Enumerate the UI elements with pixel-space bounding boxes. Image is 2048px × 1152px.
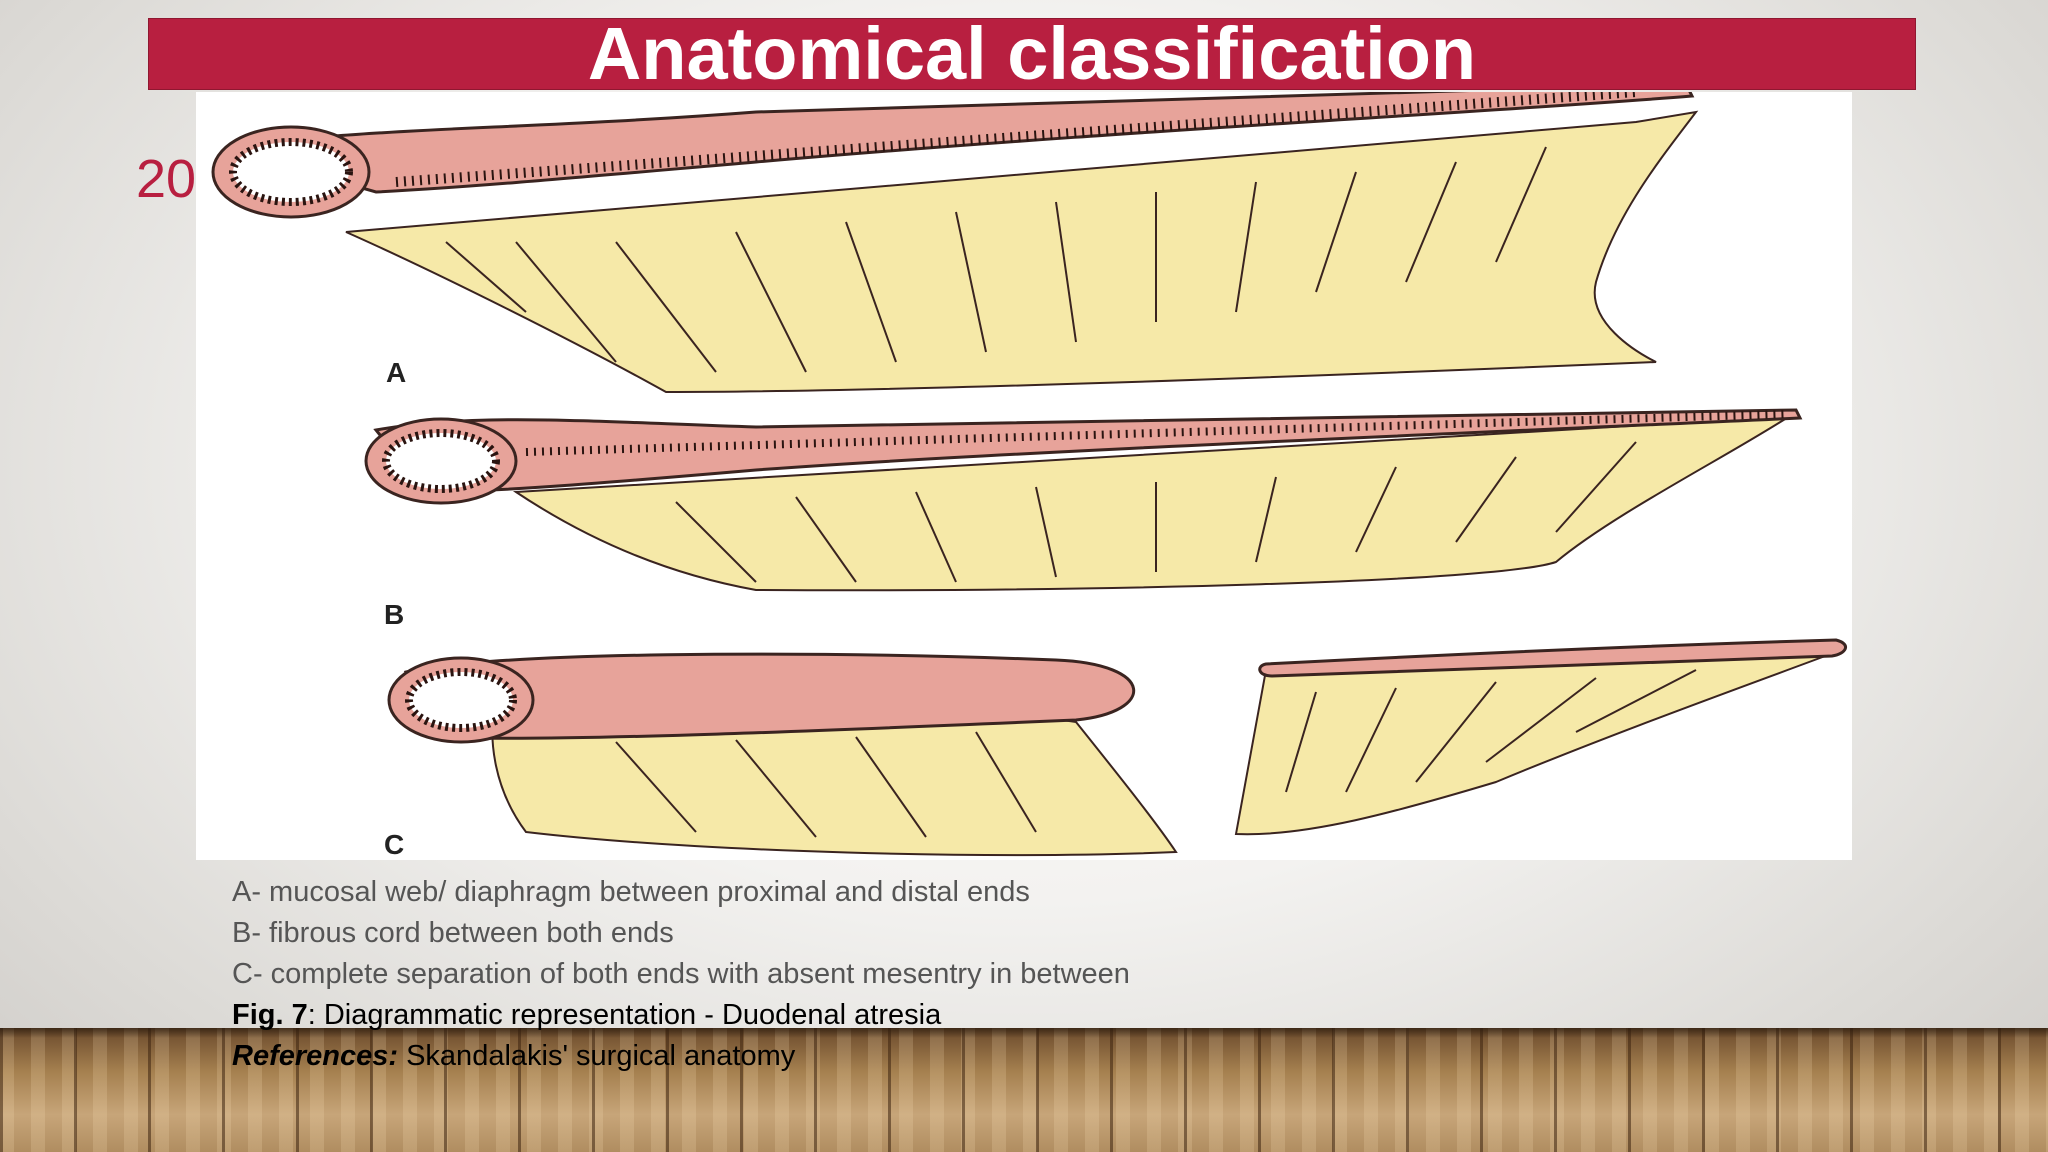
caption-line-a: A- mucosal web/ diaphragm between proxim… [232, 876, 1030, 908]
references-text: Skandalakis' surgical anatomy [398, 1040, 796, 1072]
references-label: References: [232, 1040, 399, 1072]
panel-c-proximal-segment: C [384, 652, 1178, 860]
panel-c-distal-bowel-tube [1258, 638, 1847, 678]
panel-c-distal-mesentery [1234, 651, 1837, 836]
caption-line-c: C- complete separation of both ends with… [232, 958, 1130, 990]
figure-number-label: Fig. 7 [232, 999, 308, 1031]
panel-b-bowel-tube [373, 408, 1803, 494]
slide-title: Anatomical classification [587, 12, 1477, 95]
panel-a-mesentery [345, 110, 1699, 394]
panel-c-label: C [384, 829, 404, 860]
caption-line-b: B- fibrous cord between both ends [232, 917, 674, 949]
panel-a-diagram: A [211, 92, 1699, 394]
caption-figure-line: Fig. 7: Diagrammatic representation - Du… [232, 995, 1632, 1036]
figure-description: : Diagrammatic representation - Duodenal… [307, 999, 942, 1031]
anatomy-figure: A B C [196, 92, 1852, 860]
panel-a-label: A [386, 357, 406, 388]
caption-references-line: References: Skandalakis' surgical anatom… [232, 1036, 1632, 1077]
slide-number: 20 [136, 149, 197, 209]
wood-floor-background [0, 1028, 2048, 1152]
panel-c-proximal-bowel-tube [403, 652, 1135, 740]
figure-caption: A- mucosal web/ diaphragm between proxim… [232, 872, 1632, 1077]
panel-b-label: B [384, 599, 404, 630]
title-bar: Anatomical classification [148, 12, 1916, 95]
panel-b-diagram: B [364, 408, 1803, 630]
panel-c-distal-segment [1234, 638, 1847, 836]
